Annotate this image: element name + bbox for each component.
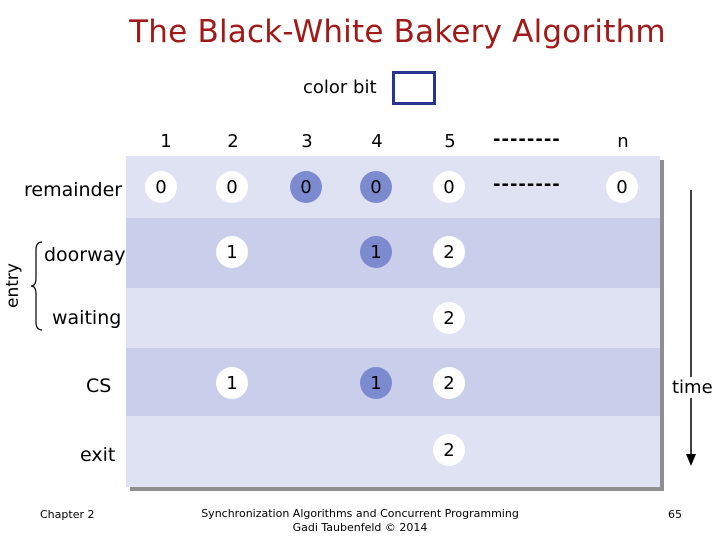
exit-label: exit <box>80 444 116 466</box>
entry-brace <box>30 241 43 331</box>
doorway-row <box>126 218 660 288</box>
row-shadow <box>660 160 664 491</box>
column-header-4: 4 <box>371 131 383 152</box>
cs-label: CS <box>86 375 112 397</box>
cs-row <box>126 348 660 416</box>
entry-label: entry <box>3 263 23 308</box>
page-number: 65 <box>668 508 682 521</box>
remainder-value-n: 0 <box>606 171 638 203</box>
column-header-5: 5 <box>444 131 456 152</box>
footer-chapter: Chapter 2 <box>40 508 95 521</box>
remainder-value-2: 0 <box>216 171 248 203</box>
column-header-1: 1 <box>160 131 172 152</box>
remainder-value-4: 0 <box>360 171 392 203</box>
waiting-row <box>126 288 660 348</box>
column-header-3: 3 <box>301 131 313 152</box>
time-arrow-icon <box>686 190 696 466</box>
remainder-value-5: 0 <box>433 171 465 203</box>
cs-value-4: 1 <box>360 367 392 399</box>
doorway-value-5: 2 <box>433 236 465 268</box>
footer-line-1: Synchronization Algorithms and Concurren… <box>201 507 519 520</box>
color-bit-box <box>392 71 436 105</box>
remainder-value-1: 0 <box>145 171 177 203</box>
time-label: time <box>670 377 715 398</box>
remainder-label: remainder <box>24 179 123 201</box>
remainder-dashes: -------- <box>493 174 561 195</box>
footer-credits: Synchronization Algorithms and Concurren… <box>180 507 540 535</box>
column-header-dashes: -------- <box>493 129 561 150</box>
color-bit-label: color bit <box>303 77 377 98</box>
slide-title: The Black-White Bakery Algorithm <box>129 14 666 50</box>
doorway-value-4: 1 <box>360 236 392 268</box>
exit-value-5: 2 <box>433 434 465 466</box>
exit-row <box>126 416 660 487</box>
doorway-label: doorway <box>44 244 126 266</box>
cs-value-2: 1 <box>216 367 248 399</box>
column-header-2: 2 <box>227 131 239 152</box>
remainder-row <box>126 156 660 218</box>
cs-value-5: 2 <box>433 367 465 399</box>
waiting-label: waiting <box>52 307 122 329</box>
footer-line-2: Gadi Taubenfeld © 2014 <box>292 521 428 534</box>
waiting-value-5: 2 <box>433 302 465 334</box>
doorway-value-2: 1 <box>216 236 248 268</box>
remainder-value-3: 0 <box>290 171 322 203</box>
column-header-n: n <box>617 131 629 152</box>
